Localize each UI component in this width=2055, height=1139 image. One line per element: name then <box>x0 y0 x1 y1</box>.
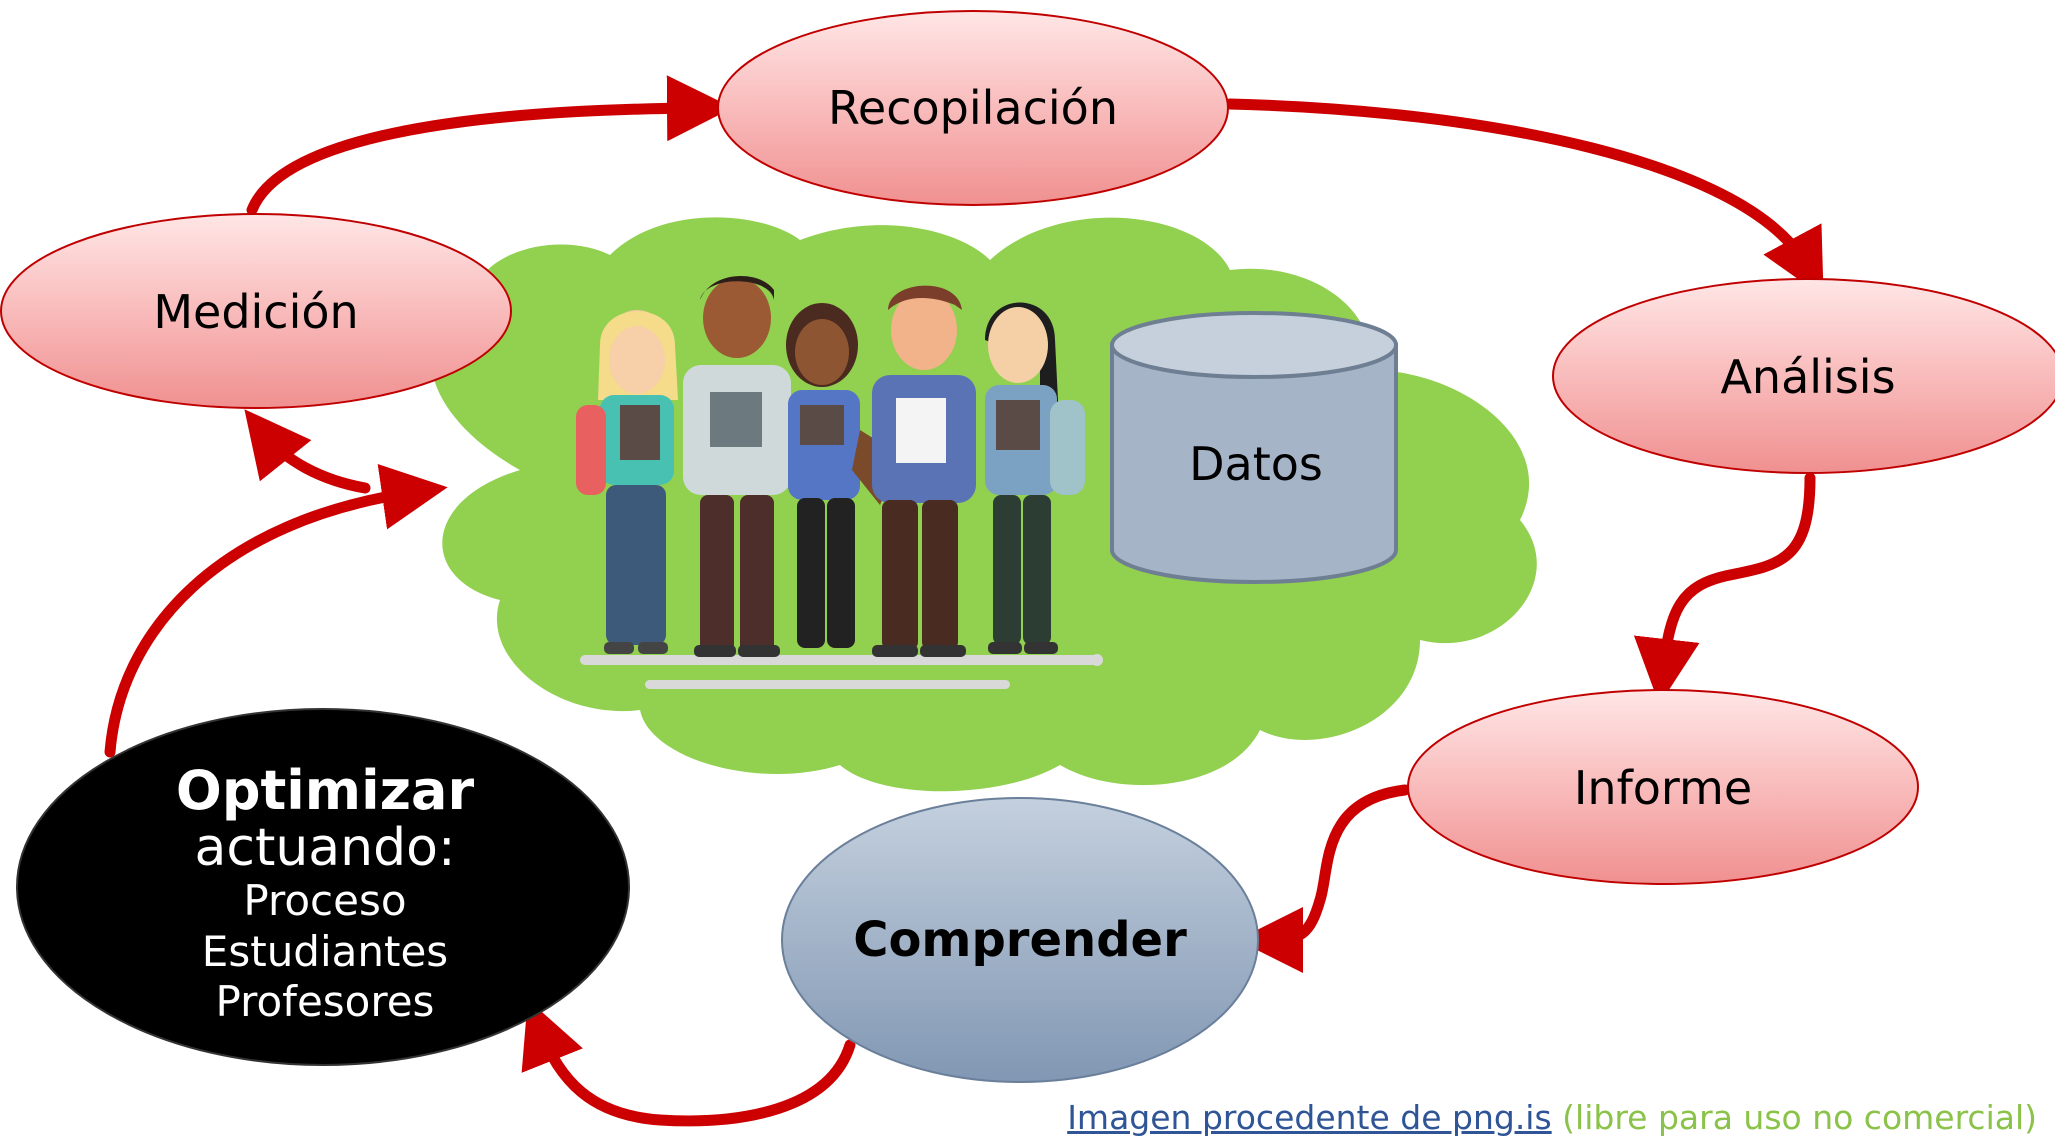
image-credit: Imagen procedente de png.is (libre para … <box>1067 1098 2037 1137</box>
optimizar-ellipse <box>16 708 630 1066</box>
arrow-comprender-to-optimizar <box>521 999 856 1127</box>
arrow-analisis-to-informe <box>1633 472 1816 705</box>
node-shapes <box>0 10 2055 1083</box>
optimizar-item-proceso: Proceso <box>243 876 407 926</box>
arrow-medicion-to-recopilacion <box>246 75 733 216</box>
node-medicion-label: Medición <box>153 285 359 339</box>
node-comprender-label: Comprender <box>853 912 1187 968</box>
image-source-link[interactable]: Imagen procedente de png.is <box>1067 1098 1552 1137</box>
optimizar-item-estudiantes: Estudiantes <box>201 927 449 977</box>
license-note: (libre para uso no comercial) <box>1562 1098 2037 1137</box>
node-datos-label: Datos <box>1189 437 1323 491</box>
medicion-ellipse <box>0 213 512 409</box>
informe-ellipse <box>1407 689 1919 885</box>
arrow-recopilacion-to-analisis <box>1224 98 1824 298</box>
arrow-optimizar-to-cloud <box>104 464 448 758</box>
node-informe-label: Informe <box>1573 761 1753 815</box>
node-analisis-label: Análisis <box>1720 350 1896 404</box>
arrow-informe-to-comprender <box>1237 784 1411 973</box>
database-cylinder-icon <box>1110 311 1398 584</box>
optimizar-item-profesores: Profesores <box>215 977 435 1027</box>
students-group-illustration <box>576 276 1103 689</box>
node-recopilacion-label: Recopilación <box>828 81 1118 135</box>
cycle-arrows <box>104 75 1824 1127</box>
arrow-cloud-to-medicion <box>244 409 371 494</box>
optimizar-title: Optimizar <box>175 759 475 823</box>
analisis-ellipse <box>1552 278 2055 474</box>
recopilacion-ellipse <box>717 10 1229 206</box>
optimizar-text-block: Optimizar actuando: Proceso Estudiantes … <box>175 759 475 1028</box>
comprender-ellipse <box>781 797 1259 1083</box>
optimizar-subtitle: actuando: <box>194 818 456 879</box>
